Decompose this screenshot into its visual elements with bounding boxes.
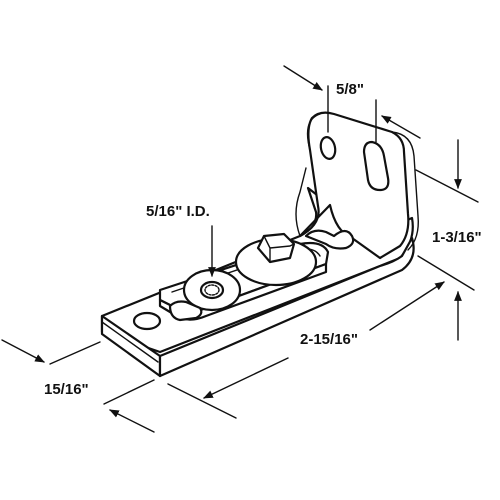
dim-15-16-top-ext: [49, 341, 101, 365]
dim-2-15-16-left-arrow: [203, 357, 289, 399]
upright-edge: [306, 113, 321, 151]
dimension-labels: 5/8" 5/16" I.D. 1-3/16" 2-15/16" 15/16": [44, 81, 482, 398]
dim-15-16-bottom-arrow: [109, 409, 155, 433]
label-hole-spacing: 5/8": [336, 81, 364, 98]
washer-id-ring: [204, 284, 220, 296]
dimension-lines: [1, 65, 479, 433]
dim-1-3-16-top-ext: [415, 169, 479, 203]
label-upright-height: 1-3/16": [432, 229, 482, 246]
cam-tab: [304, 229, 355, 250]
hex-screw-facets: [263, 235, 295, 263]
dim-5-8-left-arrow: [283, 65, 323, 91]
base-front-lip: [101, 321, 159, 363]
label-inner-diameter: 5/16" I.D.: [146, 203, 210, 220]
dim-5-8-right-arrow: [381, 115, 421, 139]
upright-slot-hole: [362, 140, 390, 192]
bend-line: [295, 167, 307, 237]
dim-2-15-16-left-ext: [167, 383, 237, 419]
base-round-hole: [132, 311, 162, 331]
dim-15-16-top-arrow: [1, 339, 45, 363]
label-base-length: 2-15/16": [300, 331, 358, 348]
base-side-edge: [158, 236, 415, 378]
base-slot-hole: [168, 300, 203, 322]
dim-1-3-16-bottom-ext: [417, 255, 475, 291]
dim-2-15-16-right-arrow: [369, 281, 445, 331]
bracket-part: [100, 111, 419, 378]
upright-round-hole: [319, 136, 337, 160]
label-base-width: 15/16": [44, 381, 89, 398]
upright-side-edge: [391, 131, 419, 251]
dim-15-16-bottom-ext: [103, 379, 155, 405]
